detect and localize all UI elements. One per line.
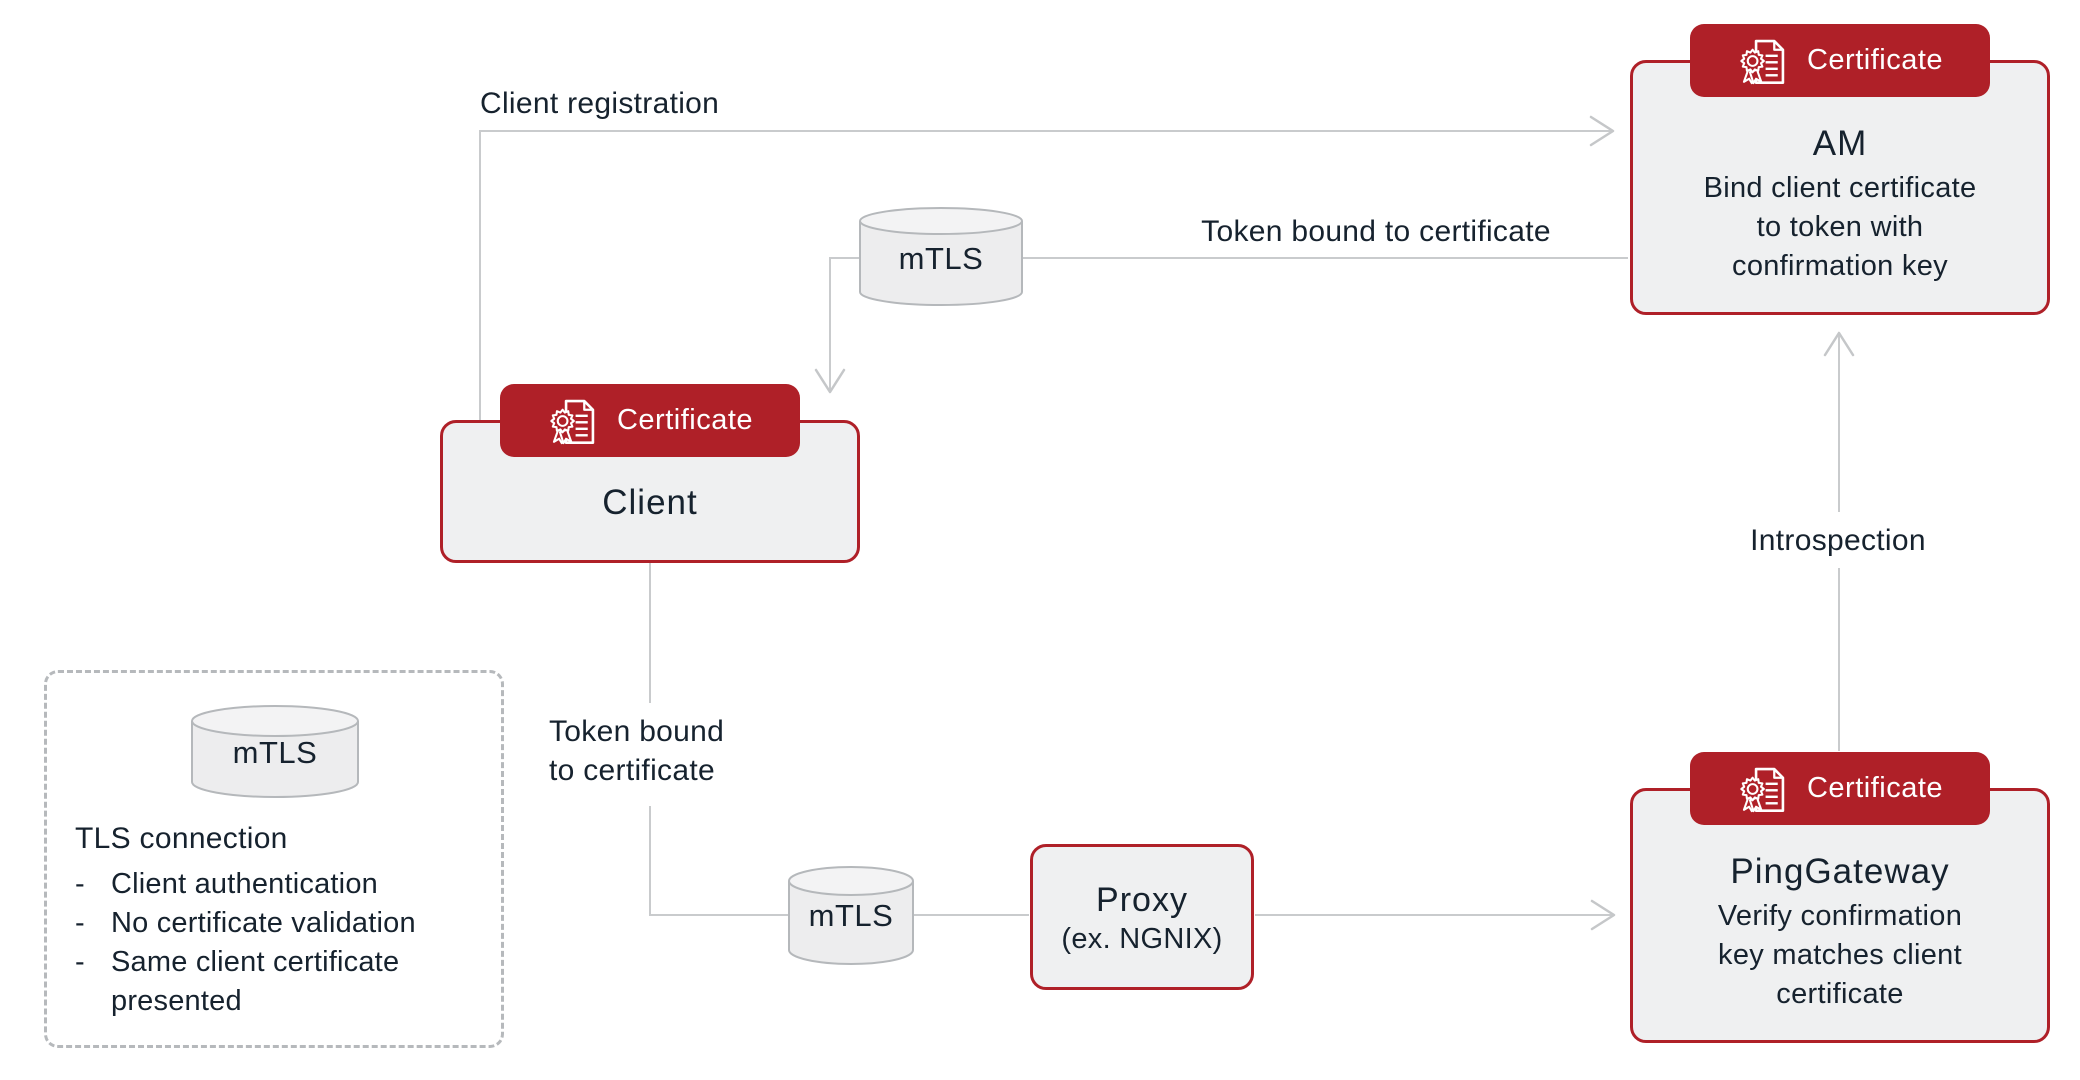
node-am-body-line2: to token with xyxy=(1756,211,1924,243)
certificate-badge-client-label: Certificate xyxy=(616,404,754,436)
legend-box: TLS connection Client authentication No … xyxy=(44,670,504,1048)
node-proxy-subtitle: (ex. NGNIX) xyxy=(1061,922,1223,955)
legend-item: No certificate validation xyxy=(75,904,477,943)
certificate-badge-client: Certificate xyxy=(500,384,800,457)
mtls-cylinder-legend-body xyxy=(191,721,359,798)
legend-heading: TLS connection xyxy=(75,822,288,855)
node-pinggateway-title: PingGateway xyxy=(1730,852,1950,891)
client-registration-arrowhead xyxy=(1589,115,1615,147)
certificate-badge-pinggateway-label: Certificate xyxy=(1806,772,1944,804)
node-am: AM Bind client certificate to token with… xyxy=(1630,60,2050,315)
node-proxy: Proxy (ex. NGNIX) xyxy=(1030,844,1254,990)
edge-label-token-bound-top: Token bound to certificate xyxy=(1201,215,1551,248)
edge-label-introspection: Introspection xyxy=(1744,520,1932,561)
node-pinggateway: PingGateway Verify confirmation key matc… xyxy=(1630,788,2050,1043)
node-pinggateway-body-line1: Verify confirmation xyxy=(1717,900,1963,932)
legend-item-text: No certificate validation xyxy=(111,907,416,939)
mtls-cylinder-top-face xyxy=(859,207,1023,235)
legend-list: Client authentication No certificate val… xyxy=(75,865,477,1021)
legend-item-dash xyxy=(75,904,111,943)
edge-label-token-bound-left-line1: Token bound xyxy=(549,715,725,748)
node-proxy-title: Proxy xyxy=(1096,880,1188,919)
token-bottom-connector xyxy=(649,563,1613,916)
node-client-title: Client xyxy=(602,482,698,522)
legend-item: Client authentication xyxy=(75,865,477,904)
edge-label-token-bound-left-line2: to certificate xyxy=(549,754,715,787)
mtls-cylinder-top-body xyxy=(859,221,1023,306)
certificate-badge-am-label: Certificate xyxy=(1806,44,1944,76)
certificate-badge-pinggateway: Certificate xyxy=(1690,752,1990,825)
node-am-body-line3: confirmation key xyxy=(1732,250,1948,282)
mtls-cylinder-legend-label: mTLS xyxy=(232,735,318,770)
node-am-title: AM xyxy=(1812,124,1868,163)
mtls-cylinder-legend-face xyxy=(191,705,359,737)
mtls-cylinder-middle-face xyxy=(788,866,914,896)
certificate-icon xyxy=(547,395,599,447)
node-pinggateway-body-line3: certificate xyxy=(1776,978,1904,1010)
legend-item-dash xyxy=(75,865,111,904)
node-pinggateway-body-line2: key matches client xyxy=(1718,939,1962,971)
edge-label-token-bound-left: Token bound to certificate xyxy=(549,712,724,790)
node-am-body: Bind client certificate to token with co… xyxy=(1633,169,2047,286)
mtls-cylinder-middle-body xyxy=(788,881,914,965)
legend-item-dash xyxy=(75,943,111,1021)
legend-item-text: Client authentication xyxy=(111,868,378,900)
introspection-arrowhead xyxy=(1823,331,1855,357)
node-am-body-line1: Bind client certificate xyxy=(1703,172,1977,204)
client-registration-connector xyxy=(479,130,1612,420)
token-top-connector xyxy=(829,257,1628,390)
certificate-icon xyxy=(1737,35,1789,87)
legend-item: Same client certificate presented xyxy=(75,943,477,1021)
node-pinggateway-body: Verify confirmation key matches client c… xyxy=(1633,897,2047,1014)
certificate-badge-am: Certificate xyxy=(1690,24,1990,97)
token-top-arrowhead xyxy=(814,368,846,394)
edge-label-client-registration: Client registration xyxy=(480,87,720,120)
mtls-cylinder-top-label: mTLS xyxy=(898,241,984,276)
certificate-icon xyxy=(1737,763,1789,815)
token-bottom-arrowhead xyxy=(1590,899,1616,931)
mtls-cylinder-middle-label: mTLS xyxy=(808,898,894,933)
legend-item-text: Same client certificate presented xyxy=(111,946,400,1017)
